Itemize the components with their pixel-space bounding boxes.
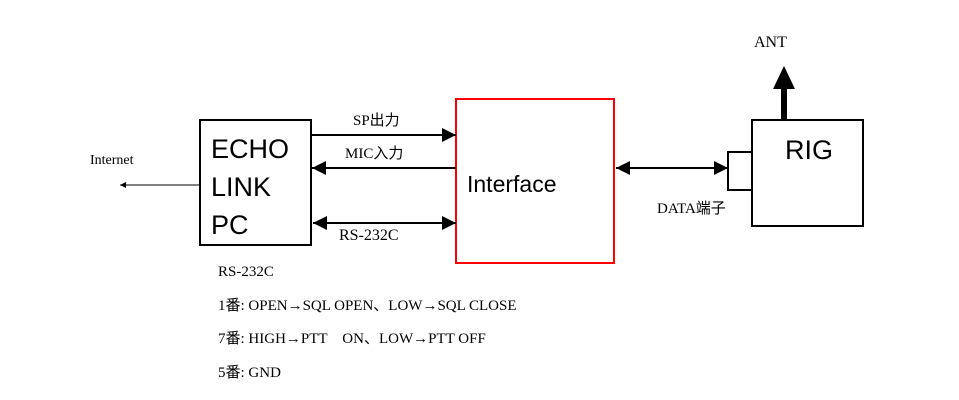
notes-line-pin5: 5番: GND bbox=[218, 365, 281, 381]
data-port-box bbox=[727, 151, 753, 191]
echolink-pc-label-line3: PC bbox=[211, 210, 249, 240]
data-port-label: DATA端子 bbox=[657, 201, 726, 217]
ant-arrow-head bbox=[773, 66, 795, 89]
notes-line-pin1: 1番: OPEN→SQL OPEN、LOW→SQL CLOSE bbox=[218, 298, 517, 314]
notes-title: RS-232C bbox=[218, 264, 274, 280]
mic-in-label: MIC入力 bbox=[345, 146, 404, 162]
rig-label: RIG bbox=[785, 135, 834, 165]
interface-label: Interface bbox=[467, 171, 557, 197]
echolink-pc-label-line2: LINK bbox=[211, 172, 272, 202]
notes-line-pin7: 7番: HIGH→PTT ON、LOW→PTT OFF bbox=[218, 331, 486, 347]
rs232c-label: RS-232C bbox=[339, 227, 399, 244]
echolink-pc-box bbox=[199, 119, 312, 246]
ant-label: ANT bbox=[754, 34, 787, 51]
interface-box bbox=[455, 98, 615, 264]
internet-label: Internet bbox=[90, 153, 134, 168]
echolink-pc-label-line1: ECHO bbox=[211, 134, 290, 164]
sp-out-label: SP出力 bbox=[353, 113, 400, 129]
